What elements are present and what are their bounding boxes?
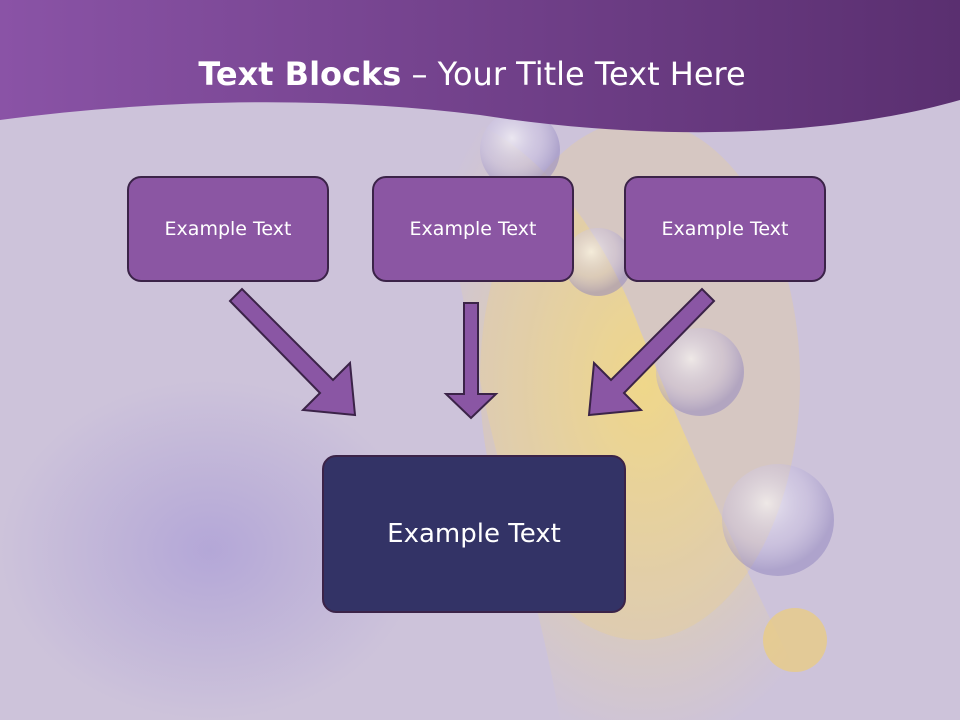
slide-title: Text Blocks – Your Title Text Here bbox=[0, 52, 944, 96]
source-box-middle-label: Example Text bbox=[409, 218, 537, 240]
arrow-middle bbox=[443, 302, 499, 420]
target-box: Example Text bbox=[322, 455, 626, 613]
source-box-right: Example Text bbox=[624, 176, 826, 282]
title-bold-part: Text Blocks bbox=[198, 55, 402, 93]
source-box-left: Example Text bbox=[127, 176, 329, 282]
title-rest-part: – Your Title Text Here bbox=[401, 55, 746, 93]
source-box-right-label: Example Text bbox=[661, 218, 789, 240]
arrow-right bbox=[587, 287, 716, 417]
source-box-middle: Example Text bbox=[372, 176, 574, 282]
target-box-label: Example Text bbox=[387, 519, 561, 549]
arrow-left bbox=[228, 287, 357, 417]
source-box-left-label: Example Text bbox=[164, 218, 292, 240]
